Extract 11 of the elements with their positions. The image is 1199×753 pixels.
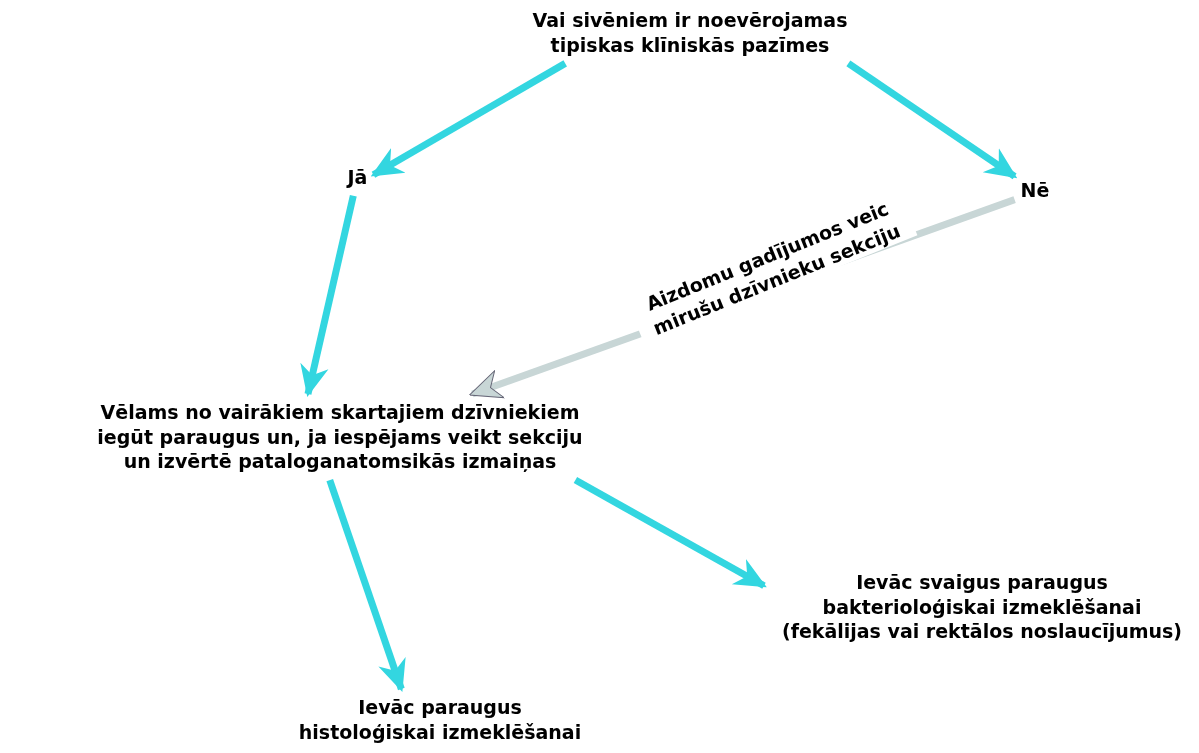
node-text: Ievāc svaigus paraugus bakterioloģiskai izmeklēšanai (fekālijas vai rektālos noslaucījumus) <box>780 570 1184 645</box>
node-text: Vai sivēniem ir noevērojamas tipiskas klīniskās pazīmes <box>531 8 849 58</box>
node-text: Ievāc paraugus histoloģiskai izmeklēšanai <box>297 695 583 745</box>
node-text: Nē <box>1020 178 1050 203</box>
arrow <box>300 194 357 398</box>
node-text: Vēlams no vairākiem skartajiem dzīvniekiem iegūt paraugus un, ja iespējams veikt sekciju un izvērtē pataloganatomsikās izmaiņas <box>96 400 584 475</box>
arrow <box>573 477 767 589</box>
arrow <box>370 60 567 178</box>
node-text: Jā <box>347 165 368 190</box>
arrow <box>326 478 406 693</box>
arrow <box>846 60 1018 180</box>
